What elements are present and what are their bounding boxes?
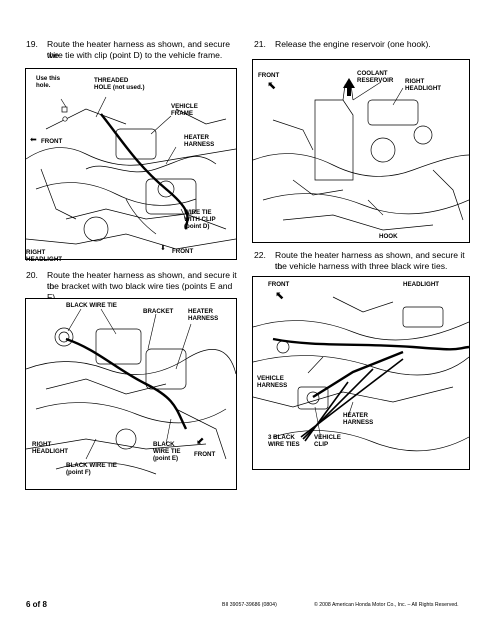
label-coolant-reservoir: COOLANT RESERVOIR	[357, 70, 394, 84]
label-front-22: FRONT	[268, 281, 290, 288]
step-text-line1: Route the heater harness as shown, and s…	[275, 250, 465, 271]
label-black-wire-tie-e: BLACK WIRE TIE (point E)	[153, 441, 181, 462]
label-right-headlight-20: RIGHT HEADLIGHT	[32, 441, 69, 455]
step-text-line2: the bracket with two black wire ties (po…	[47, 281, 233, 302]
label-heater-harness-22: HEATER HARNESS	[343, 412, 374, 426]
step-text-line1: Route the heater harness as shown, and s…	[47, 39, 230, 60]
label-right-headlight-19: RIGHT HEADLIGHT	[26, 249, 63, 263]
label-front-21: FRONT	[258, 72, 280, 79]
engine-bay-illustration-20	[26, 308, 236, 475]
label-right-headlight-21: RIGHT HEADLIGHT	[405, 78, 442, 92]
step-text-line1: Route the heater harness as shown, and s…	[47, 270, 237, 291]
engine-bay-illustration-22	[253, 296, 469, 452]
document-id: BII 39057-39686 (0804)	[222, 602, 277, 608]
label-vehicle-clip: VEHICLE CLIP	[314, 434, 341, 448]
front-arrow-icon: ⬉	[267, 80, 277, 92]
label-heater-harness: HEATER HARNESS	[184, 134, 215, 148]
figure-step-19: Use this hole. THREADED HOLE (not used.)…	[25, 68, 237, 260]
figure-step-20: BLACK WIRE TIE BRACKET HEATER HARNESS BL…	[25, 298, 237, 490]
front-arrow-icon: ⬉	[275, 290, 285, 302]
step-number: 22.	[254, 250, 266, 260]
page-number: 6 of 8	[26, 600, 47, 609]
engine-bay-illustration-19	[26, 96, 236, 250]
copyright: © 2008 American Honda Motor Co., Inc. – …	[314, 602, 459, 608]
label-black-wire-tie: BLACK WIRE TIE	[66, 302, 117, 309]
engine-bay-illustration-21	[253, 78, 469, 231]
front-arrow-icon: ⬅	[30, 135, 37, 144]
step-22: 22. Route the heater harness as shown, a…	[254, 250, 469, 274]
figure-step-22: FRONT ⬉ HEADLIGHT VEHICLE HARNESS HEATER…	[252, 276, 470, 470]
label-vehicle-frame: VEHICLE FRAME	[171, 103, 198, 117]
label-threaded-hole: THREADED HOLE (not used.)	[94, 77, 145, 91]
step-20: 20. Route the heater harness as shown, a…	[26, 270, 241, 302]
label-vehicle-harness: VEHICLE HARNESS	[257, 375, 288, 389]
label-headlight: HEADLIGHT	[403, 281, 440, 288]
step-21: 21. Release the engine reservoir (one ho…	[254, 39, 469, 51]
front-arrow-icon: ⬋	[196, 436, 205, 447]
label-front: FRONT	[41, 138, 63, 145]
label-bracket: BRACKET	[143, 308, 174, 315]
label-3-black-wire-ties: 3 BLACK WIRE TIES	[268, 434, 300, 448]
label-black-wire-tie-f: BLACK WIRE TIE (point F)	[66, 462, 117, 476]
step-number: 19.	[26, 39, 38, 49]
label-use-this-hole: Use this hole.	[36, 75, 61, 89]
step-text-line2: wire tie with clip (point D) to the vehi…	[47, 50, 223, 60]
label-front-19: FRONT	[172, 248, 194, 255]
step-number: 21.	[254, 39, 266, 49]
label-hook: HOOK	[379, 233, 398, 240]
step-19: 19. Route the heater harness as shown, a…	[26, 39, 241, 63]
step-number: 20.	[26, 270, 38, 280]
front-arrow-icon: ⬇	[160, 245, 166, 252]
figure-step-21: FRONT ⬉ COOLANT RESERVOIR RIGHT HEADLIGH…	[252, 59, 470, 243]
label-front-20: FRONT	[194, 451, 216, 458]
label-wire-tie-with-clip: WIRE TIE WITH CLIP (point D)	[184, 209, 216, 230]
label-heater-harness: HEATER HARNESS	[188, 308, 219, 322]
step-text-line1: Release the engine reservoir (one hook).	[275, 39, 431, 49]
step-text-line2: the vehicle harness with three black wir…	[275, 261, 448, 271]
